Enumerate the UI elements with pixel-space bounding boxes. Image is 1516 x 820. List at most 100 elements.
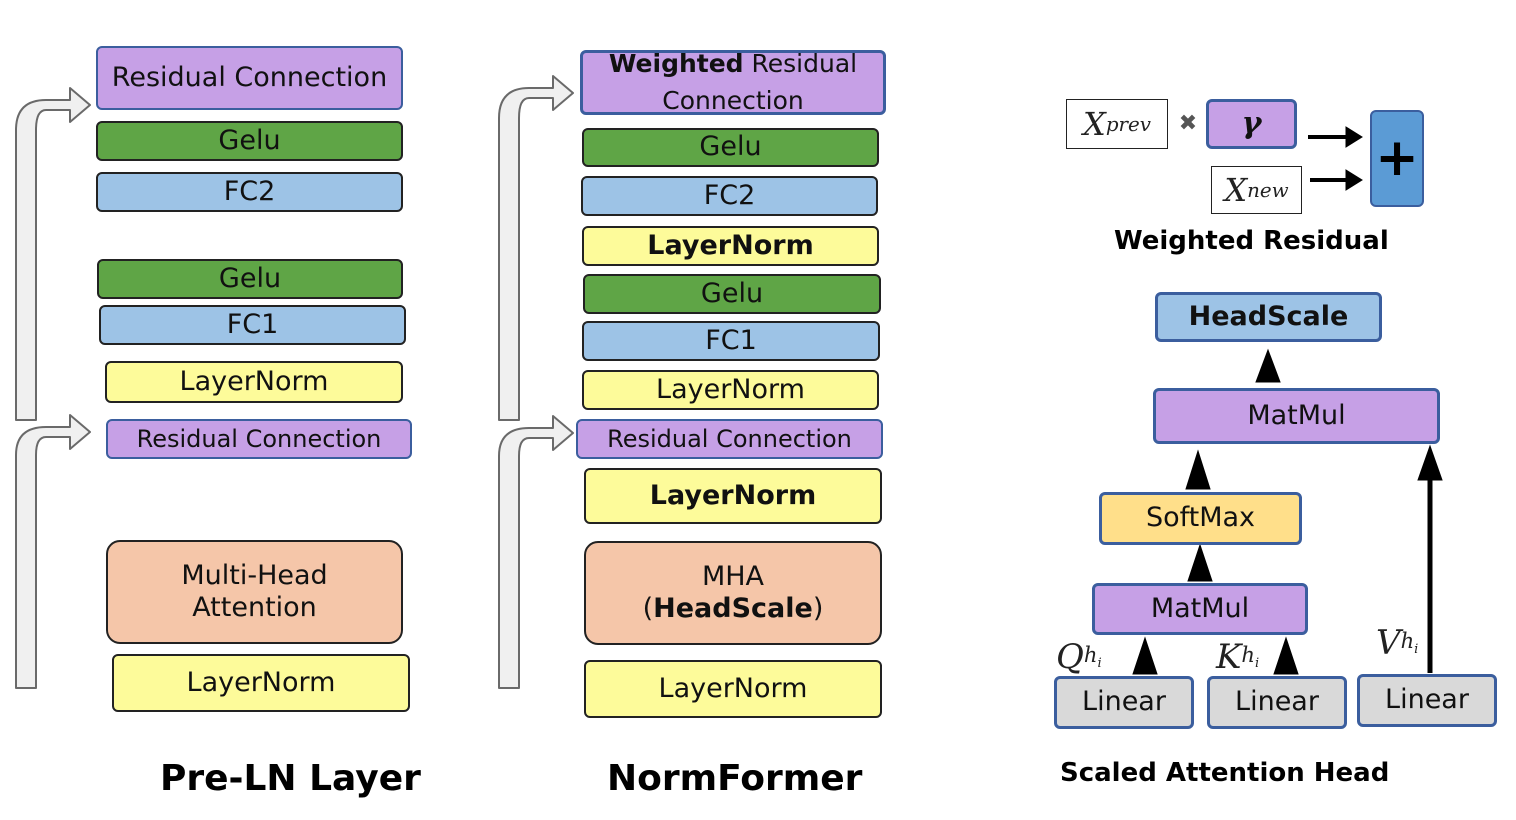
- normformer-gelu-top: Gelu: [582, 128, 879, 167]
- arrow-matmul-to-softmax: [1187, 543, 1213, 582]
- headscale-label: HeadScale: [1188, 300, 1349, 332]
- q-base: Q: [1056, 637, 1084, 677]
- normformer-fc1: FC1: [582, 321, 880, 361]
- prelayer-gelu-bottom-label: Gelu: [218, 262, 282, 294]
- prelayer-mha-line2: Attention: [192, 592, 317, 623]
- scaled-attention-caption: Scaled Attention Head: [1060, 758, 1390, 788]
- prelayer-layernorm-ffn: LayerNorm: [105, 361, 403, 403]
- matmul-bottom-label: MatMul: [1150, 592, 1250, 624]
- arrow-matmul-to-headscale: [1255, 348, 1281, 383]
- normformer-gelu-top-label: Gelu: [699, 131, 762, 163]
- skip-arrow-prelayer-ffn: [15, 87, 91, 421]
- k-base: K: [1216, 637, 1242, 677]
- arrow-softmax-to-matmul: [1185, 449, 1211, 490]
- normformer-weighted-residual-connection: Weighted Residual Connection: [580, 49, 886, 115]
- prelayer-residual-connection-top: Residual Connection: [96, 46, 403, 110]
- linear-v-box: Linear: [1357, 674, 1497, 727]
- matmul-top-box: MatMul: [1153, 388, 1440, 444]
- multiply-icon: ✖: [1174, 108, 1202, 138]
- normformer-layernorm-bold-ffn-label: LayerNorm: [647, 229, 814, 261]
- prelayer-gelu-top-label: Gelu: [218, 124, 281, 156]
- normformer-layernorm-attn-label: LayerNorm: [658, 672, 808, 704]
- normformer-mha-headscale: MHA (HeadScale): [584, 541, 882, 645]
- normformer-layernorm-ffn-label: LayerNorm: [656, 373, 805, 405]
- normformer-title: NormFormer: [607, 758, 863, 799]
- prelayer-residual-connection-mid: Residual Connection: [106, 419, 412, 459]
- skip-arrow-prelayer-attn: [15, 414, 91, 689]
- v-base: V: [1376, 623, 1401, 663]
- matmul-top-label: MatMul: [1247, 399, 1346, 431]
- prelayer-title: Pre-LN Layer: [160, 758, 421, 799]
- x-prev-sub: prev: [1105, 112, 1151, 136]
- skip-arrow-normformer-attn: [498, 415, 574, 689]
- gamma-label: γ: [1241, 106, 1262, 141]
- normformer-layernorm-bold-attn: LayerNorm: [584, 468, 882, 524]
- matmul-bottom-box: MatMul: [1092, 583, 1308, 635]
- gamma-box: γ: [1206, 99, 1297, 149]
- prelayer-layernorm-attn-label: LayerNorm: [186, 666, 336, 698]
- prelayer-layernorm-attn: LayerNorm: [112, 654, 410, 712]
- prelayer-layernorm-ffn-label: LayerNorm: [179, 365, 329, 397]
- x-prev-base: X: [1083, 105, 1106, 143]
- prelayer-fc2: FC2: [96, 172, 403, 212]
- multiply-symbol: ✖: [1178, 110, 1198, 136]
- normformer-gelu-bottom: Gelu: [583, 274, 881, 314]
- arrow-q-to-matmul: [1132, 636, 1158, 675]
- normformer-fc1-label: FC1: [705, 324, 757, 356]
- k-sub: h: [1241, 642, 1255, 668]
- normformer-layernorm-bold-attn-label: LayerNorm: [649, 479, 817, 511]
- prelayer-residual-mid-label: Residual Connection: [136, 424, 382, 453]
- prelayer-residual-top-label: Residual Connection: [111, 61, 388, 93]
- normformer-weighted-word: Weighted: [608, 49, 744, 79]
- v-sub: h: [1400, 628, 1415, 654]
- prelayer-fc1: FC1: [99, 305, 406, 345]
- prelayer-fc1-label: FC1: [226, 308, 279, 340]
- linear-k-box: Linear: [1207, 676, 1347, 729]
- linear-v-label: Linear: [1385, 684, 1469, 716]
- normformer-layernorm-ffn: LayerNorm: [582, 370, 879, 410]
- linear-q-label: Linear: [1082, 686, 1166, 718]
- prelayer-gelu-top: Gelu: [96, 121, 403, 161]
- skip-arrow-normformer-ffn: [498, 75, 574, 421]
- normformer-gelu-bottom-label: Gelu: [700, 277, 764, 309]
- normformer-residual-mid-label: Residual Connection: [607, 424, 852, 453]
- normformer-fc2: FC2: [581, 176, 878, 216]
- arrow-gamma-to-plus: [1345, 126, 1363, 148]
- k-subsub: i: [1254, 656, 1260, 672]
- prelayer-mha-line1: Multi-Head: [181, 559, 328, 591]
- normformer-mha-close-paren: ): [812, 593, 824, 624]
- normformer-mha-headscale-word: HeadScale: [653, 593, 813, 624]
- normformer-residual-top-line2: Connection: [662, 85, 804, 115]
- weighted-residual-caption: Weighted Residual: [1114, 226, 1389, 256]
- arrow-k-to-matmul: [1273, 636, 1299, 675]
- softmax-box: SoftMax: [1099, 492, 1302, 545]
- normformer-mha-open-paren: (: [642, 593, 654, 624]
- arrow-v-to-matmul: [1417, 444, 1443, 481]
- prelayer-gelu-bottom: Gelu: [97, 259, 403, 299]
- q-subsub: i: [1097, 656, 1102, 672]
- normformer-layernorm-attn: LayerNorm: [584, 660, 882, 718]
- v-subsub: i: [1414, 642, 1419, 658]
- softmax-label: SoftMax: [1145, 502, 1256, 534]
- plus-label: +: [1375, 128, 1419, 189]
- q-sub: h: [1083, 642, 1098, 668]
- headscale-box: HeadScale: [1155, 292, 1382, 342]
- normformer-layernorm-bold-ffn: LayerNorm: [582, 226, 879, 266]
- linear-q-box: Linear: [1054, 676, 1194, 729]
- x-new-base: X: [1224, 171, 1248, 209]
- normformer-residual-connection-mid: Residual Connection: [576, 419, 883, 459]
- linear-k-label: Linear: [1235, 686, 1319, 718]
- normformer-mha-line2: (HeadScale): [643, 593, 824, 625]
- prelayer-multi-head-attention: Multi-Head Attention: [106, 540, 403, 644]
- plus-icon: +: [1370, 110, 1424, 207]
- normformer-residual-top-line1: Weighted Residual: [609, 46, 857, 82]
- arrow-xnew-to-plus: [1345, 169, 1363, 191]
- normformer-residual-word: Residual: [751, 49, 858, 79]
- normformer-fc2-label: FC2: [703, 179, 756, 211]
